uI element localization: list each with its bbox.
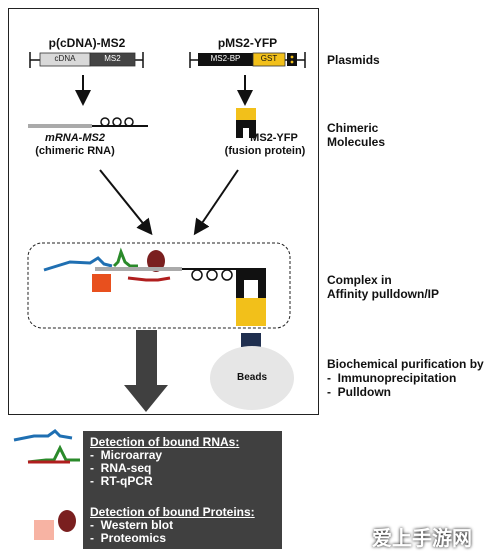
label-biochem-item1-text: Immunoprecipitation <box>337 371 457 385</box>
label-complex: Complex in Affinity pulldown/IP <box>327 273 439 301</box>
chimeric-rna-desc: (chimeric RNA) <box>35 145 115 157</box>
legend-rna-icon <box>13 429 80 464</box>
label-complex-line2: Affinity pulldown/IP <box>327 287 439 301</box>
watermark-text: 爱上手游网 <box>372 526 472 550</box>
legend-rna-item: - RT-qPCR <box>90 474 153 488</box>
fusion-protein-label: MS2-YFP (fusion protein) <box>215 132 315 158</box>
plasmid-seg-cdna: cDNA <box>54 54 76 63</box>
legend-rna-item: - RNA-seq <box>90 461 152 475</box>
plasmid-cdna-ms2-bar <box>29 52 144 68</box>
plasmid-seg-gst: GST <box>260 54 278 63</box>
plasmid-pms2-yfp-bar <box>189 52 306 68</box>
plasmid-seg-ms2bp: MS2-BP <box>210 54 241 63</box>
chimeric-rna-name: mRNA-MS2 <box>45 132 105 144</box>
legend-protein-icon <box>34 510 76 540</box>
purification-arrow <box>124 330 168 412</box>
fusion-protein-name: MS2-YFP <box>250 132 298 144</box>
arrow-protein-to-complex <box>193 169 239 236</box>
arrow-rna-to-complex <box>99 169 153 236</box>
legend-protein-section: Detection of bound Proteins: - Western b… <box>90 505 255 545</box>
label-biochem-item1: - Immunoprecipitation <box>327 371 457 385</box>
fusion-protein-desc: (fusion protein) <box>224 145 306 157</box>
legend-protein-title: Detection of bound Proteins: <box>90 505 255 519</box>
beads-circle <box>210 346 294 410</box>
label-biochem-line1: Biochemical purification by <box>327 357 484 371</box>
fusion-protein-icon <box>236 108 256 138</box>
legend-rna-item: - Microarray <box>90 448 163 462</box>
label-biochem-item2-text: Pulldown <box>337 385 391 399</box>
label-chimeric: Chimeric Molecules <box>327 121 385 149</box>
plasmid-right-title: pMS2-YFP <box>217 36 278 50</box>
legend-protein-item: - Western blot <box>90 518 174 532</box>
label-plasmids: Plasmids <box>327 53 380 67</box>
legend-protein-item: - Proteomics <box>90 531 167 545</box>
plasmid-seg-ms2: MS2 <box>104 54 121 63</box>
legend-rna-title: Detection of bound RNAs: <box>90 435 240 449</box>
bead-linker <box>241 333 261 347</box>
chimeric-rna-label: mRNA-MS2 (chimeric RNA) <box>20 132 130 158</box>
legend-box: Detection of bound RNAs: - Microarray - … <box>83 431 282 549</box>
label-complex-line1: Complex in <box>327 273 392 287</box>
legend-rna-section: Detection of bound RNAs: - Microarray - … <box>90 435 239 488</box>
chimeric-rna-icon <box>28 117 148 128</box>
complex-contents <box>43 247 266 326</box>
label-biochem-item2: - Pulldown <box>327 385 391 399</box>
label-chimeric-line1: Chimeric <box>327 121 379 135</box>
diagram-frame <box>8 8 319 415</box>
label-biochem: Biochemical purification by - Immunoprec… <box>327 357 499 399</box>
beads-label: Beads <box>236 372 267 383</box>
complex-dashed-box <box>27 242 291 329</box>
label-chimeric-line2: Molecules <box>327 135 386 149</box>
plasmid-left-title: p(cDNA)-MS2 <box>48 36 126 50</box>
